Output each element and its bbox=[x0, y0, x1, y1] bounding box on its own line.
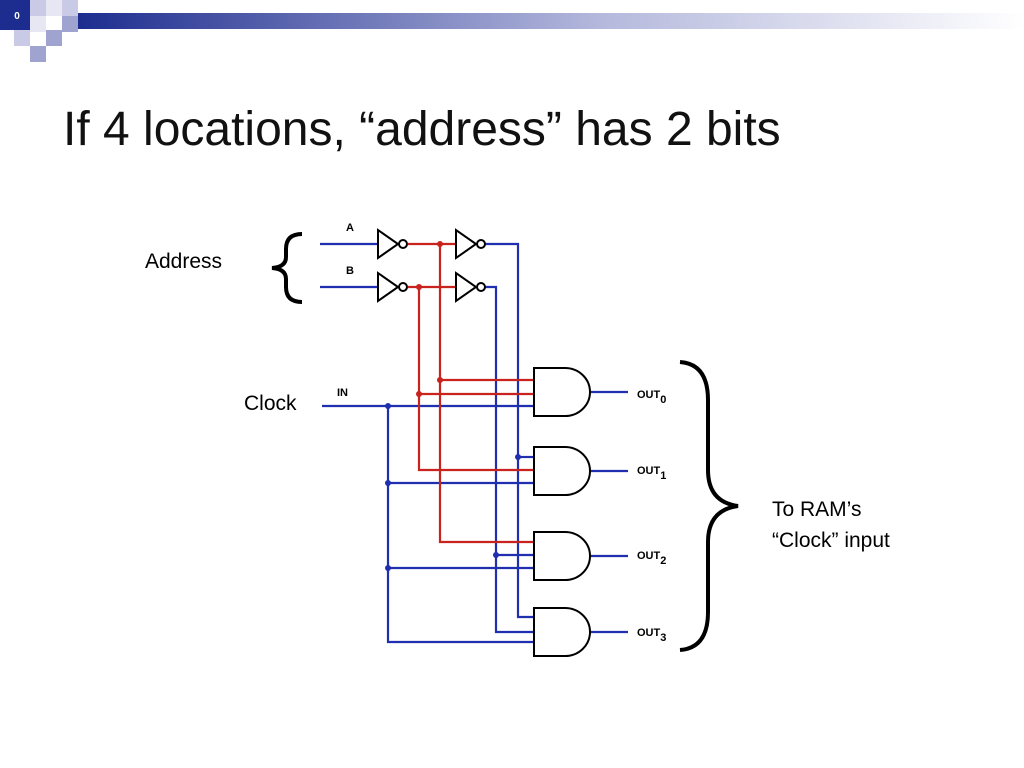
address-label: Address bbox=[145, 250, 223, 273]
wire-not-b-bus bbox=[417, 287, 534, 472]
and-gate-2 bbox=[533, 531, 591, 581]
wire-not-a-bus bbox=[438, 244, 534, 544]
out3-label: OUT3 bbox=[637, 627, 666, 644]
to-ram-line-2: “Clock” input bbox=[772, 529, 890, 552]
address-brace bbox=[271, 232, 303, 304]
not-gate-b1 bbox=[377, 271, 408, 303]
to-ram-line-1: To RAM’s bbox=[772, 498, 862, 521]
outputs-brace bbox=[679, 360, 739, 652]
not-gate-a2 bbox=[455, 228, 486, 260]
slide-title: If 4 locations, “address” has 2 bits bbox=[63, 103, 781, 156]
and-gate-3 bbox=[533, 607, 591, 657]
clock-label: Clock bbox=[244, 392, 297, 415]
out2-label: OUT2 bbox=[637, 550, 666, 567]
junction-dots bbox=[385, 241, 521, 571]
to-ram-clock-label: To RAM’s “Clock” input bbox=[772, 494, 890, 556]
and-gate-0 bbox=[533, 367, 591, 417]
input-a-label: A bbox=[346, 222, 354, 234]
wire-b-buffered bbox=[484, 285, 534, 634]
out1-label: OUT1 bbox=[637, 465, 666, 482]
out0-label: OUT0 bbox=[637, 389, 666, 406]
wire-a-buffered bbox=[484, 242, 534, 619]
wire-clock-bus bbox=[386, 406, 534, 644]
and-gate-1 bbox=[533, 446, 591, 496]
slide-number-badge: 0 bbox=[10, 10, 24, 24]
not-gate-a1 bbox=[377, 228, 408, 260]
input-in-label: IN bbox=[337, 387, 348, 399]
title-decoration bbox=[0, 0, 1024, 62]
not-gate-b2 bbox=[455, 271, 486, 303]
input-b-label: B bbox=[346, 265, 354, 277]
